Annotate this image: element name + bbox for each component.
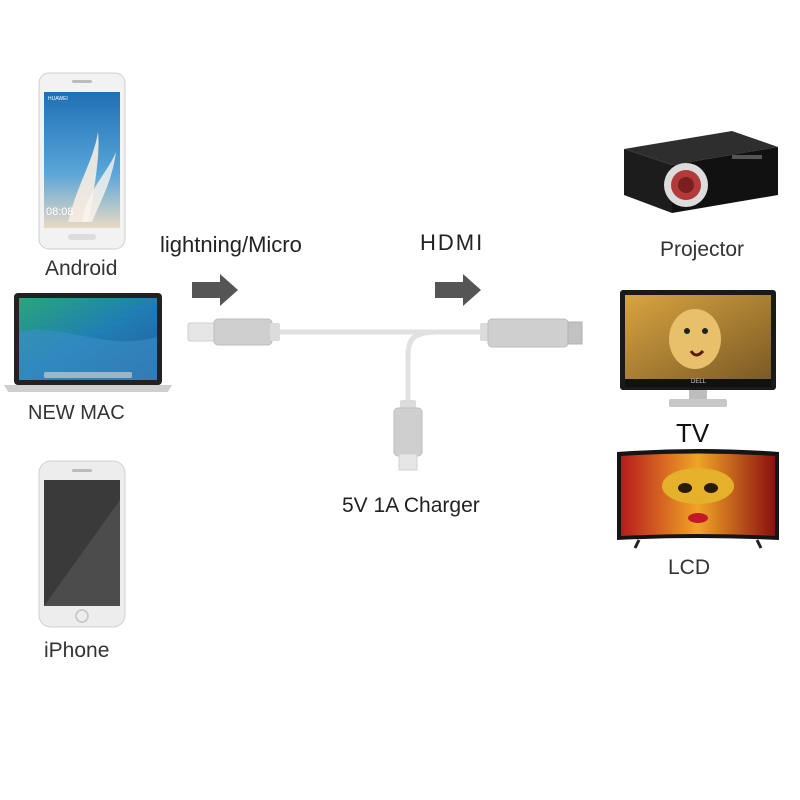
input-arrow-icon: [192, 274, 238, 306]
output-label: HDMI: [420, 230, 485, 255]
tv-label: TV: [676, 418, 710, 448]
projector: [612, 125, 782, 220]
cable-diagram: [187, 274, 583, 471]
tv-monitor: DELL: [619, 289, 777, 411]
input-label: lightning/Micro: [160, 232, 302, 257]
lcd-screen: [615, 448, 781, 552]
projector-label: Projector: [660, 238, 745, 261]
iphone: [38, 460, 126, 628]
android-clock: 08:08: [46, 206, 74, 218]
android-brand: HUAWEI: [48, 96, 68, 102]
mac-laptop: [4, 292, 172, 398]
output-arrow-icon: [435, 274, 481, 306]
tv-brand: DELL: [691, 379, 707, 385]
android-label: Android: [45, 257, 118, 280]
iphone-label: iPhone: [44, 639, 110, 662]
charger-label: 5V 1A Charger: [342, 494, 480, 517]
mac-label: NEW MAC: [28, 402, 125, 424]
lcd-label: LCD: [668, 556, 711, 579]
android-phone: 08:08 HUAWEI: [38, 72, 126, 250]
